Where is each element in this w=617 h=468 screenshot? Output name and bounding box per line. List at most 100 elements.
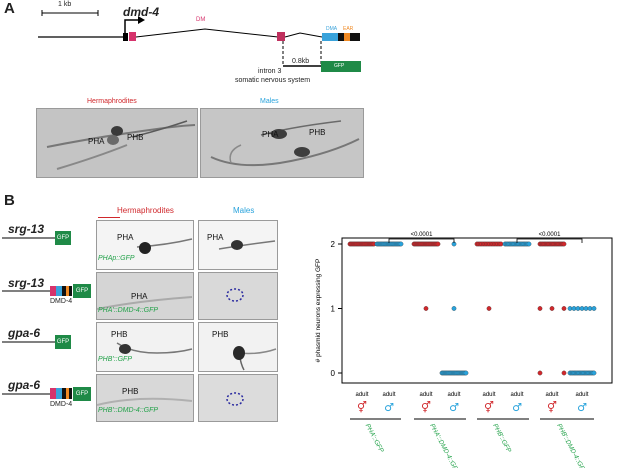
row2-male-image <box>198 272 278 320</box>
x-tick-label: adult <box>355 392 368 398</box>
hermaphrodite-icon: ⚥ <box>421 401 431 414</box>
dm-domain-label: DM <box>196 17 206 23</box>
row3-caption: PHB′::GFP <box>98 356 132 363</box>
row4-domain-label: DMD-4 <box>50 401 73 408</box>
male-icon: ♂ <box>512 401 522 414</box>
y-tick-label: 2 <box>331 240 336 249</box>
data-point <box>575 306 581 311</box>
y-tick-label: 0 <box>331 369 336 378</box>
male-header-b: Males <box>233 206 255 215</box>
data-point <box>567 306 573 311</box>
panel-a-letter: A <box>4 0 15 17</box>
x-tick-label: adult <box>482 392 495 398</box>
row4-male-image <box>198 374 278 422</box>
data-point <box>537 306 543 311</box>
group-label: PHB′::DMD-4::GFP <box>555 423 588 468</box>
row2-herm-cell: PHA <box>131 292 148 301</box>
data-point <box>579 306 585 311</box>
significance-bracket <box>388 238 455 243</box>
male-cell-label-phb: PHB <box>309 128 326 137</box>
panel-b-letter: B <box>4 192 15 209</box>
row4-herm-image <box>96 374 194 422</box>
intron-label: intron 3 <box>258 68 282 75</box>
male-cell-label-pha: PHA <box>262 130 279 139</box>
row1-gfp-box: GFP <box>55 231 71 245</box>
ear-domain-label: EAR <box>343 26 354 32</box>
row3-gfp-box: GFP <box>55 335 71 349</box>
gene-name: dmd-4 <box>123 5 159 19</box>
row2-herm-image <box>96 272 194 320</box>
data-point <box>587 306 593 311</box>
data-point <box>583 306 589 311</box>
gfp-label: GFP <box>334 63 345 69</box>
scale-bar-b <box>98 217 120 218</box>
construct-diagrams <box>2 237 72 399</box>
p-value-label: <0.0001 <box>539 232 562 238</box>
row1-male-image <box>198 220 278 270</box>
x-tick-label: adult <box>510 392 523 398</box>
data-point <box>498 241 504 247</box>
data-point <box>549 306 555 311</box>
male-icon: ♂ <box>384 401 394 414</box>
hermaphrodite-icon: ⚥ <box>484 401 494 414</box>
hermaphrodite-icon: ⚥ <box>357 401 367 414</box>
row1-male-cell: PHA <box>207 233 224 242</box>
row3-gene: gpa-6 <box>8 326 41 340</box>
data-point <box>486 306 492 311</box>
herm-cell-label-phb: PHB <box>127 133 144 142</box>
x-tick-label: adult <box>575 392 588 398</box>
data-point <box>537 370 543 376</box>
plot-frame <box>341 237 613 384</box>
row3-male-image <box>198 322 278 372</box>
data-point <box>398 241 404 247</box>
data-point <box>526 241 532 247</box>
herm-header-a: Hermaphrodites <box>87 98 137 105</box>
herm-micrograph-a <box>36 108 198 178</box>
male-header-a: Males <box>260 98 279 105</box>
row2-gfp-box: GFP <box>73 284 91 298</box>
dma-domain-label: DMA <box>326 26 338 32</box>
male-icon: ♂ <box>577 401 587 414</box>
p-value-label: <0.0001 <box>411 232 434 238</box>
data-point <box>591 306 597 311</box>
x-tick-label: adult <box>382 392 395 398</box>
row2-domain-label: DMD-4 <box>50 298 73 305</box>
data-point <box>561 306 567 311</box>
gene-model-diagram <box>38 10 361 72</box>
data-point <box>451 306 457 311</box>
data-point <box>561 241 567 247</box>
row3-male-cell: PHB <box>212 330 229 339</box>
row4-gfp-box: GFP <box>73 387 91 401</box>
hermaphrodite-icon: ⚥ <box>547 401 557 414</box>
row2-caption: PHA′::DMD-4::GFP <box>98 307 159 314</box>
x-tick-label: adult <box>419 392 432 398</box>
row1-gene: srg-13 <box>8 222 45 236</box>
row4-gene: gpa-6 <box>8 378 41 392</box>
row3-herm-cell: PHB <box>111 330 128 339</box>
row2-gene: srg-13 <box>8 276 45 290</box>
group-label: PHB′::GFP <box>491 423 512 455</box>
x-tick-label: adult <box>447 392 460 398</box>
intron-size-label: 0.8kb <box>292 58 310 65</box>
herm-header-b: Hermaphrodites <box>117 206 174 215</box>
group-label: PHA′::DMD-4::GFP <box>428 423 461 468</box>
y-tick-label: 1 <box>331 305 336 314</box>
significance-bracket <box>516 238 583 243</box>
male-icon: ♂ <box>449 401 459 414</box>
row1-herm-cell: PHA <box>117 233 134 242</box>
intron-tissue-label: somatic nervous system <box>235 77 311 84</box>
group-label: PHA′::GFP <box>364 423 385 455</box>
row3-herm-image <box>96 322 194 372</box>
data-point <box>435 241 441 247</box>
data-point <box>463 370 469 376</box>
data-point <box>561 370 567 376</box>
row4-herm-cell: PHB <box>122 387 139 396</box>
data-point <box>571 306 577 311</box>
y-axis-label: # phasmid neurons expressing GFP <box>315 259 322 363</box>
row4-caption: PHB′::DMD-4::GFP <box>98 407 159 414</box>
male-micrograph-a <box>200 108 364 178</box>
x-tick-label: adult <box>545 392 558 398</box>
scale-bar-label: 1 kb <box>58 1 72 8</box>
gfp-expression-chart: # phasmid neurons expressing GFP 0 1 2 <0.00… <box>315 232 613 468</box>
data-point <box>591 370 597 376</box>
